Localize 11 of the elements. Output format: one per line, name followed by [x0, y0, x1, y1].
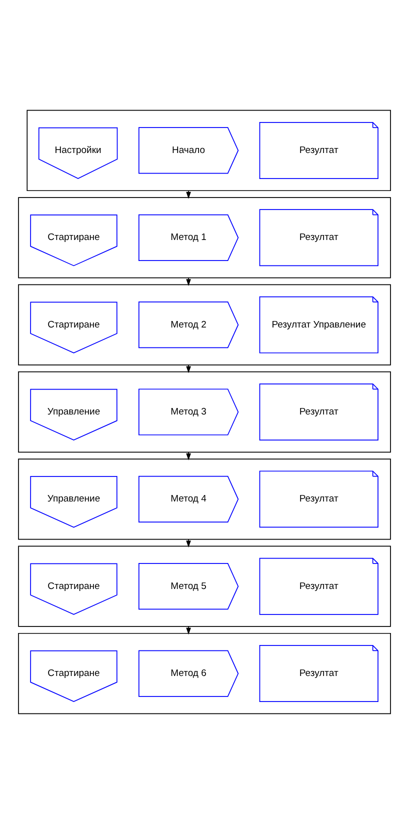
arrow: [186, 626, 191, 635]
arrow: [186, 452, 191, 460]
cluster: [18, 371, 391, 453]
cluster: [18, 197, 391, 278]
cluster: [18, 458, 391, 540]
cluster: [18, 284, 391, 366]
cluster: [18, 546, 391, 627]
cluster: [26, 110, 391, 192]
arrow: [186, 190, 191, 199]
arrow: [186, 364, 191, 374]
cluster: [18, 632, 391, 714]
